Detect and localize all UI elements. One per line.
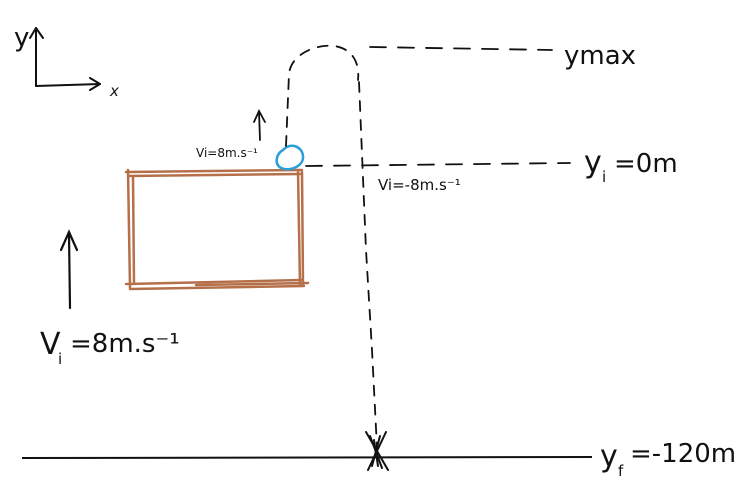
initial-velocity-big-prefix: V (40, 327, 61, 362)
x-axis-arrowhead (89, 77, 101, 91)
large-up-arrow (59, 229, 79, 310)
platform-left-edge (126, 168, 132, 290)
yf-label: y f =-120m (600, 439, 736, 480)
platform-top-edge-2 (126, 172, 302, 178)
yi-reference-line (305, 162, 571, 167)
platform (124, 168, 310, 291)
yi-label-prefix: y (584, 145, 602, 180)
return-velocity-label: Vi=-8m.s⁻¹ (378, 176, 461, 194)
platform-left-edge-2 (131, 174, 136, 286)
platform-bottom-edge (124, 278, 304, 286)
x-axis-label: x (109, 82, 119, 100)
reference-lines (305, 46, 571, 167)
small-up-arrow (253, 108, 266, 141)
x-axis-arrow (35, 83, 101, 87)
ymax-label: ymax (564, 41, 636, 71)
ball (275, 144, 305, 171)
platform-bottom-edge-2 (128, 284, 306, 291)
large-up-arrow-head (59, 229, 79, 252)
ground-line (21, 456, 593, 459)
yf-label-value: =-120m (630, 439, 736, 469)
initial-velocity-big-sub: i (58, 350, 62, 368)
yf-label-sub: f (618, 462, 624, 480)
small-up-arrow-head (253, 108, 266, 123)
yi-label-sub: i (602, 168, 606, 186)
impact-mark (365, 431, 389, 471)
small-up-arrow-shaft (258, 111, 261, 141)
platform-right-edge (296, 168, 302, 288)
initial-velocity-big-label: V i =8m.s⁻¹ (40, 327, 180, 368)
platform-top-edge (124, 168, 304, 174)
platform-right-edge-2 (300, 170, 305, 286)
y-axis-label: y (14, 23, 29, 53)
yi-label-value: =0m (614, 149, 678, 179)
platform-bottom-edge-3 (194, 281, 310, 287)
yf-label-prefix: y (600, 439, 618, 474)
initial-velocity-big-value: =8m.s⁻¹ (70, 329, 180, 359)
large-up-arrow-shaft (67, 232, 72, 310)
trajectory-down (358, 81, 378, 449)
initial-velocity-small-label: Vi=8m.s⁻¹ (196, 146, 258, 160)
y-axis-arrowhead (29, 27, 44, 39)
ymax-reference-line (369, 46, 553, 51)
axes-indicator (29, 27, 101, 91)
trajectory-up-left (285, 44, 360, 147)
impact-stroke-5 (373, 439, 379, 467)
yi-label: y i =0m (584, 145, 678, 186)
